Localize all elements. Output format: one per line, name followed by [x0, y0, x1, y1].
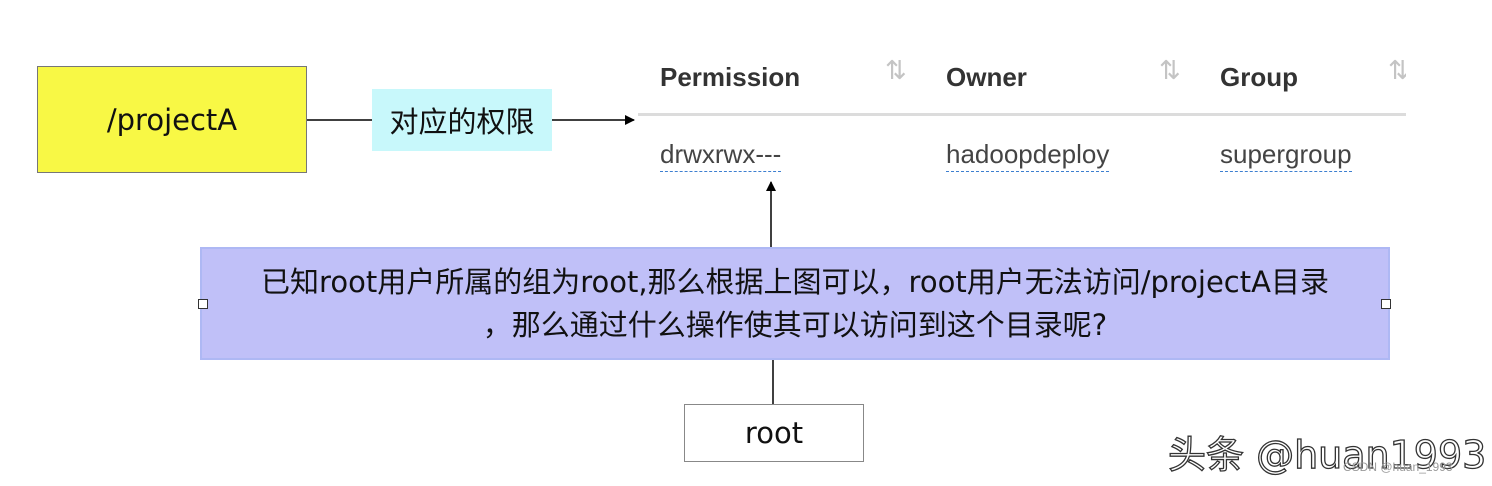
column-header-group[interactable]: Group: [1220, 62, 1298, 92]
resize-handle-left[interactable]: [198, 299, 208, 309]
column-header-permission[interactable]: Permission: [660, 62, 801, 92]
sort-arrows-icon[interactable]: ⇅: [1388, 56, 1406, 86]
sort-arrows-icon[interactable]: ⇅: [885, 56, 907, 86]
question-line-2: ，那么通过什么操作使其可以访问到这个目录呢?: [482, 307, 1108, 342]
question-line-1: 已知root用户所属的组为root,那么根据上图可以，root用户无法访问/pr…: [261, 264, 1329, 299]
root-node: root: [684, 404, 864, 462]
project-node: /projectA: [37, 66, 307, 173]
cell-permission[interactable]: drwxrwx---: [660, 139, 782, 172]
edge-label: 对应的权限: [372, 89, 552, 151]
project-node-label: /projectA: [106, 102, 238, 137]
cell-owner[interactable]: hadoopdeploy: [946, 139, 1110, 172]
watermark-toutiao: 头条 @huan1993: [1167, 432, 1487, 477]
table-header-divider: [638, 113, 1406, 116]
watermark-csdn: CSDN @huan_1993: [1343, 460, 1453, 474]
root-node-label: root: [744, 416, 804, 450]
edge-label-text: 对应的权限: [389, 105, 535, 139]
question-box[interactable]: 已知root用户所属的组为root,那么根据上图可以，root用户无法访问/pr…: [200, 247, 1390, 360]
sort-arrows-icon[interactable]: ⇅: [1159, 56, 1181, 86]
resize-handle-right[interactable]: [1381, 299, 1391, 309]
cell-group[interactable]: supergroup: [1220, 139, 1352, 172]
column-header-owner[interactable]: Owner: [946, 62, 1027, 92]
